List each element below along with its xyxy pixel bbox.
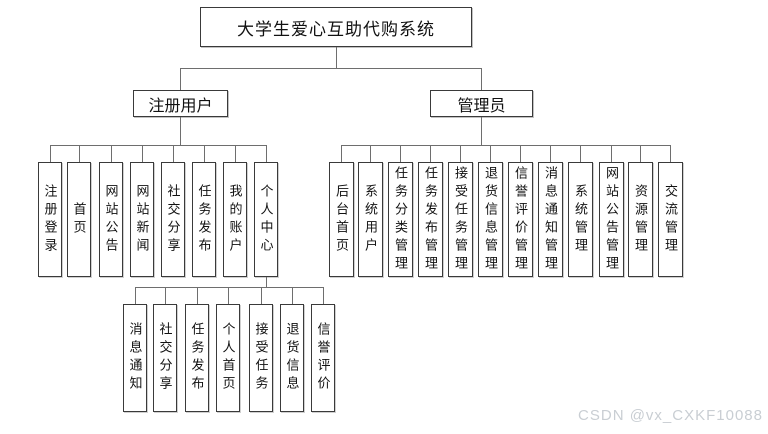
- tree-node: 个人中心: [254, 162, 278, 277]
- tree-node: 任务分类管理: [388, 162, 413, 277]
- connector-line: [180, 68, 482, 69]
- connector-line: [111, 145, 112, 162]
- connector-line: [180, 68, 181, 90]
- connector-line: [228, 287, 229, 304]
- connector-line: [180, 117, 181, 145]
- connector-line: [611, 145, 612, 162]
- connector-line: [261, 287, 262, 304]
- tree-node: 任务发布管理: [418, 162, 443, 277]
- connector-line: [341, 145, 671, 146]
- connector-line: [481, 117, 482, 145]
- connector-line: [292, 287, 293, 304]
- connector-line: [430, 145, 431, 162]
- connector-line: [640, 145, 641, 162]
- tree-node: 网站公告: [99, 162, 123, 277]
- tree-node: 消息通知管理: [538, 162, 563, 277]
- tree-node: 消息通知: [123, 304, 147, 412]
- connector-line: [341, 145, 342, 162]
- connector-line: [580, 145, 581, 162]
- tree-node: 信誉评价: [311, 304, 335, 412]
- tree-node: 接受任务: [249, 304, 273, 412]
- connector-line: [142, 145, 143, 162]
- connector-line: [79, 145, 80, 162]
- tree-node: 我的账户: [223, 162, 247, 277]
- tree-node: 社交分享: [153, 304, 177, 412]
- tree-node: 接受任务管理: [448, 162, 473, 277]
- tree-node: 社交分享: [161, 162, 185, 277]
- connector-line: [336, 47, 337, 68]
- connector-line: [520, 145, 521, 162]
- tree-node: 任务发布: [185, 304, 209, 412]
- connector-line: [165, 287, 166, 304]
- tree-node: 任务发布: [192, 162, 216, 277]
- tree-node: 系统管理: [568, 162, 593, 277]
- connector-line: [135, 287, 324, 288]
- tree-node: 系统用户: [358, 162, 383, 277]
- tree-node: 信誉评价管理: [508, 162, 533, 277]
- tree-node: 退货信息管理: [478, 162, 503, 277]
- watermark-text: CSDN @vx_CXKF10088: [578, 407, 763, 424]
- tree-node: 后台首页: [329, 162, 354, 277]
- tree-node: 交流管理: [658, 162, 683, 277]
- connector-line: [400, 145, 401, 162]
- connector-line: [235, 145, 236, 162]
- connector-line: [50, 145, 51, 162]
- root-node: 大学生爱心互助代购系统: [200, 7, 472, 47]
- connector-line: [490, 145, 491, 162]
- connector-line: [670, 145, 671, 162]
- branch-node-registered-user: 注册用户: [133, 90, 228, 117]
- tree-node: 退货信息: [280, 304, 304, 412]
- connector-line: [197, 287, 198, 304]
- tree-node: 网站新闻: [130, 162, 154, 277]
- tree-node: 首页: [67, 162, 91, 277]
- connector-line: [481, 68, 482, 90]
- connector-line: [135, 287, 136, 304]
- tree-node: 资源管理: [628, 162, 653, 277]
- connector-line: [50, 145, 267, 146]
- connector-line: [204, 145, 205, 162]
- connector-line: [550, 145, 551, 162]
- connector-line: [173, 145, 174, 162]
- tree-node: 个人首页: [216, 304, 240, 412]
- connector-line: [266, 277, 267, 287]
- connector-line: [266, 145, 267, 162]
- connector-line: [323, 287, 324, 304]
- tree-node: 网站公告管理: [599, 162, 624, 277]
- connector-line: [370, 145, 371, 162]
- connector-line: [460, 145, 461, 162]
- tree-node: 注册登录: [38, 162, 62, 277]
- branch-node-admin: 管理员: [430, 90, 533, 117]
